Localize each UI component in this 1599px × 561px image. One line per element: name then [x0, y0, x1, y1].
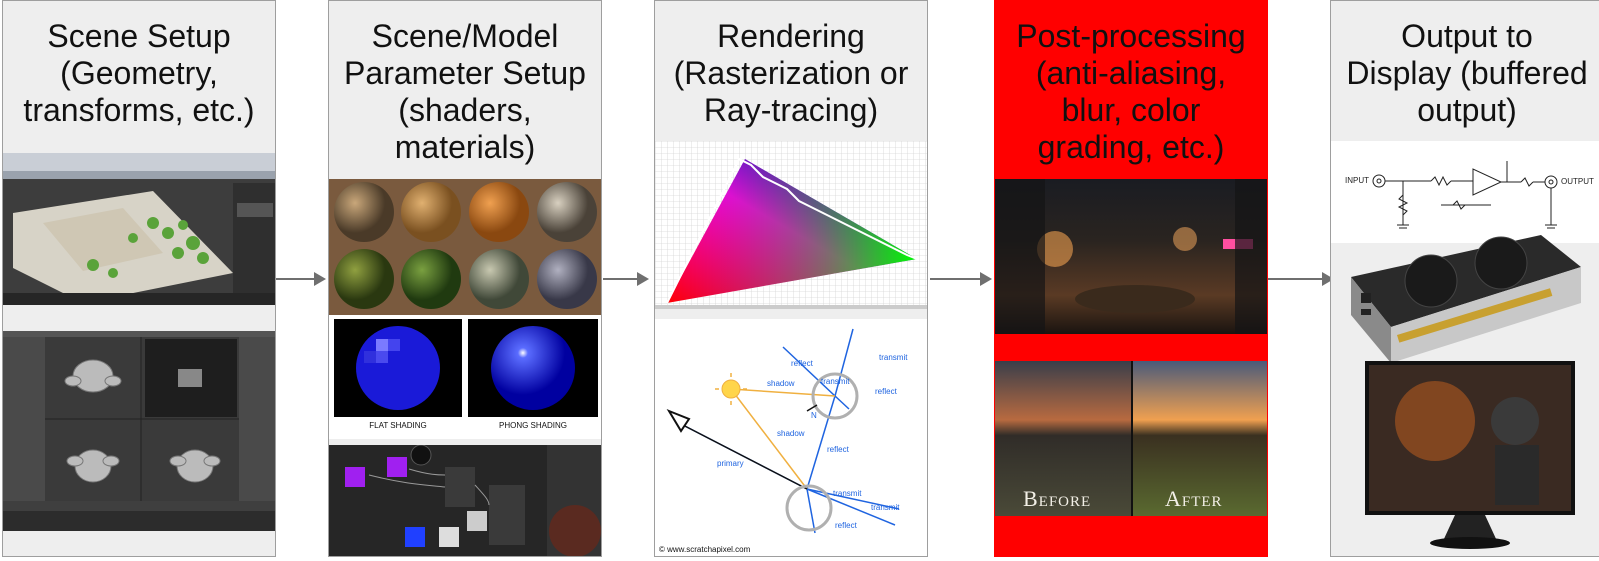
- phong-shading-caption: PHONG SHADING: [498, 421, 567, 430]
- arrow-3-to-4: [930, 272, 992, 286]
- rasterization-grid: [655, 141, 927, 309]
- ray-label-normal: N: [811, 411, 817, 420]
- 3dsmax-screenshot: [3, 153, 275, 305]
- ray-label-transmit-1: transmit: [879, 353, 908, 362]
- stage-rendering: Rendering (Rasterization or Ray-tracing): [654, 0, 928, 557]
- ray-label-transmit-4: transmit: [871, 503, 900, 512]
- stage-output-to-display: Output to Display (buffered output): [1330, 0, 1599, 557]
- ray-label-reflect-3: reflect: [827, 445, 849, 454]
- ray-label-shadow-2: shadow: [777, 429, 805, 438]
- circuit-output-label: OUTPUT: [1561, 177, 1594, 186]
- flat-shading-caption: FLAT SHADING: [369, 421, 427, 430]
- shading-comparison: FLAT SHADING PHONG SHADING: [329, 315, 601, 439]
- before-label: Before: [1023, 486, 1092, 511]
- arrow-2-to-3: [603, 272, 649, 286]
- stage-parameter-setup: Scene/Model Parameter Setup (shaders, ma…: [328, 0, 602, 557]
- circuit-input-label: INPUT: [1345, 176, 1369, 185]
- ray-label-reflect-2: reflect: [875, 387, 897, 396]
- ray-label-transmit-2: transmit: [821, 377, 850, 386]
- ray-label-primary: primary: [717, 459, 744, 468]
- arrow-1-to-2: [276, 272, 326, 286]
- monitor-image: [1365, 361, 1575, 551]
- credit-text: © www.scratchapixel.com: [659, 545, 751, 554]
- raytracing-diagram: reflect transmit transmit reflect shadow…: [655, 319, 927, 556]
- cyberpunk-render: [995, 179, 1267, 334]
- graphics-card-image: [1331, 227, 1599, 365]
- material-spheres: [329, 179, 601, 315]
- arrow-4-to-5: [1268, 272, 1334, 286]
- ray-label-shadow-1: shadow: [767, 379, 795, 388]
- stage-title: Post-processing (anti-aliasing, blur, co…: [1016, 18, 1246, 165]
- stage-title: Scene/Model Parameter Setup (shaders, ma…: [344, 18, 586, 165]
- node-editor-screenshot: [329, 445, 601, 556]
- stage-scene-setup: Scene Setup (Geometry, transforms, etc.): [2, 0, 276, 557]
- ray-label-transmit-3: transmit: [833, 489, 862, 498]
- before-image: [995, 361, 1131, 516]
- blender-screenshot: [3, 331, 275, 531]
- after-image: [1133, 361, 1267, 516]
- stage-title: Scene Setup (Geometry, transforms, etc.): [23, 18, 255, 128]
- color-grading-before-after: Before After: [995, 361, 1267, 516]
- ray-label-reflect-1: reflect: [791, 359, 813, 368]
- stage-post-processing: Post-processing (anti-aliasing, blur, co…: [994, 0, 1268, 557]
- circuit-schematic: INPUT OUTPUT: [1331, 141, 1599, 243]
- ray-label-reflect-4: reflect: [835, 521, 857, 530]
- stage-title: Output to Display (buffered output): [1346, 18, 1588, 128]
- stage-title: Rendering (Rasterization or Ray-tracing): [673, 18, 909, 128]
- after-label: After: [1165, 486, 1223, 511]
